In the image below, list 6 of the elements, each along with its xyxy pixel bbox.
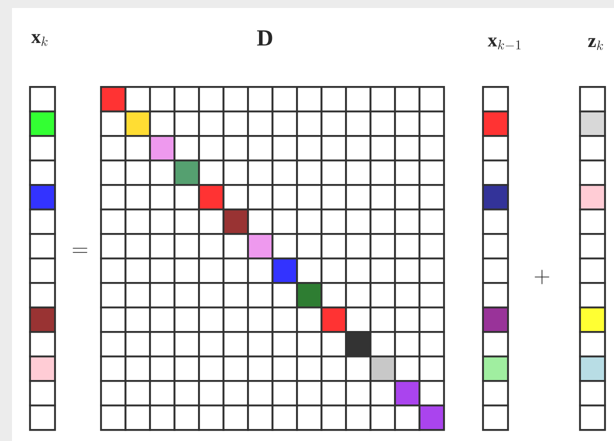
matrix-label: $\mathbf{D}$ [257,30,272,46]
vector-label: $\mathbf{x}_k$ [31,34,48,46]
plus-sign: $+$ [534,270,550,284]
vector-label: $\mathbf{z}_k$ [588,38,604,50]
vector-label: $\mathbf{x}_{k-1}$ [488,38,521,50]
equals-sign: $=$ [72,248,88,253]
